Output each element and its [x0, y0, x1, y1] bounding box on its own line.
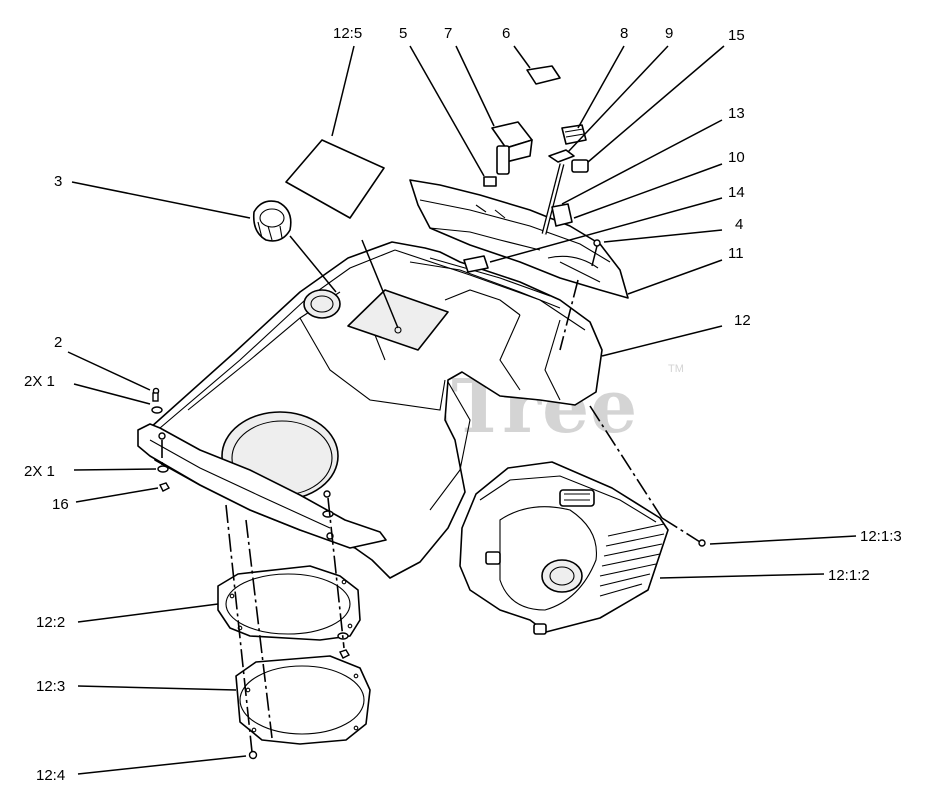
- callout-12: 12: [734, 312, 751, 329]
- label-recess: [347, 289, 449, 351]
- control-panel: [409, 179, 629, 299]
- part-10-switch: [551, 203, 573, 227]
- callout-12-5: 12:5: [333, 25, 362, 42]
- fuel-port: [303, 289, 341, 319]
- callout-5: 5: [399, 25, 407, 42]
- callout-2x1-bottom: 2X 1: [24, 463, 55, 480]
- part-12-1-2-engine-shroud: [459, 461, 669, 635]
- callout-2: 2: [54, 334, 62, 351]
- callout-7: 7: [444, 25, 452, 42]
- hood-assembly: [137, 241, 603, 579]
- callout-12-4: 12:4: [36, 767, 65, 784]
- assembly-lines: [161, 279, 701, 753]
- callout-12-2: 12:2: [36, 614, 65, 631]
- part-6-clip: [526, 65, 561, 85]
- part-12-3-gasket: [235, 655, 371, 745]
- watermark-trademark: TM: [668, 363, 684, 375]
- part-9-washer: [548, 149, 575, 163]
- part-12-1-3-screw: [698, 539, 706, 547]
- callout-3: 3: [54, 173, 62, 190]
- callout-4: 4: [735, 216, 743, 233]
- leader-lines: [67, 45, 857, 775]
- part-8-knob: [561, 124, 587, 145]
- callout-10: 10: [728, 149, 745, 166]
- part-14-key: [463, 255, 489, 273]
- part-4-screw: [591, 239, 601, 267]
- callout-16: 16: [52, 496, 69, 513]
- part-15-switch: [571, 159, 589, 173]
- callout-6: 6: [502, 25, 510, 42]
- callout-15: 15: [728, 27, 745, 44]
- callout-12-1-2: 12:1:2: [828, 567, 870, 584]
- callout-12-1-3: 12:1:3: [860, 528, 902, 545]
- part-3-gas-cap: [252, 200, 292, 242]
- callout-labels: 12:5 5 7 6 8 9 15 13 10 14 4 11 3 12 2 2…: [24, 25, 902, 784]
- mounting-flange: [137, 423, 387, 549]
- callout-8: 8: [620, 25, 628, 42]
- callout-9: 9: [665, 25, 673, 42]
- fasteners-left: [151, 387, 350, 760]
- callout-13: 13: [728, 105, 745, 122]
- callout-2x1-top: 2X 1: [24, 373, 55, 390]
- part-12-5-decal: [285, 139, 385, 219]
- cooling-louvres: [599, 523, 665, 597]
- callout-12-3: 12:3: [36, 678, 65, 695]
- part-7-knob: [491, 121, 533, 175]
- part-5-spring: [483, 176, 497, 187]
- callout-14: 14: [728, 184, 745, 201]
- callout-11: 11: [728, 245, 744, 262]
